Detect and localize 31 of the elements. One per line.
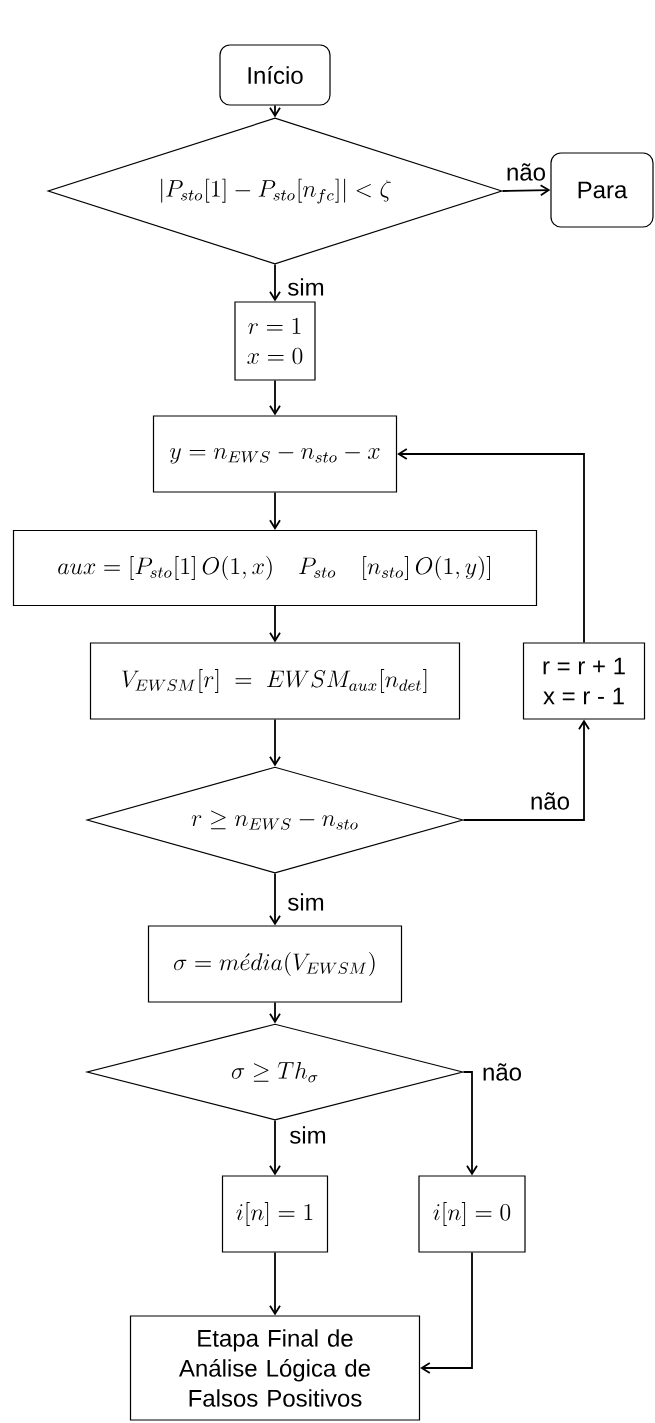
edge-label: não <box>528 790 572 812</box>
arrow <box>462 1071 478 1176</box>
process-box: $V_{EWSM}[r]\;=\;EWSM_{aux}[n_{det}]$ <box>89 642 461 720</box>
arrow <box>269 491 281 530</box>
arrow <box>397 448 585 644</box>
arrow <box>269 718 281 767</box>
arrow <box>420 1251 473 1374</box>
process-box: $r=1$ $x=0$ <box>234 301 316 381</box>
process-box: Etapa Final de Análise Lógica de Falsos Positivos <box>129 1315 421 1421</box>
arrow <box>269 1251 281 1316</box>
process-box: $\sigma=m\acute{e}dia(V_{EWSM})$ <box>147 925 403 1003</box>
arrow <box>269 1001 281 1024</box>
edge-label: sim <box>285 276 327 298</box>
process-box: $i[n]=0$ <box>418 1175 526 1253</box>
terminal-box: Para <box>550 152 654 228</box>
edge-label: não <box>480 1061 524 1083</box>
arrow <box>269 1119 281 1176</box>
arrow <box>501 184 551 197</box>
edge-label: não <box>504 161 549 183</box>
process-box: $y=n_{EWS}-n_{sto}-x$ <box>152 415 398 493</box>
terminal-box: Início <box>219 44 331 106</box>
arrow <box>269 263 281 302</box>
arrow <box>269 872 281 926</box>
edge-label: sim <box>287 1124 329 1146</box>
arrow <box>462 719 590 821</box>
process-box: $i[n]=1$ <box>221 1175 329 1253</box>
process-box: r = r + 1 x = r - 1 <box>522 642 646 720</box>
arrow <box>269 605 281 643</box>
process-box: $aux=[P_{sto}[1]\,O(1,x)\quad P_{sto}\quad[n_{sto}]\,O(1,y)]$ <box>12 529 538 607</box>
arrow <box>269 379 281 416</box>
edge-label: sim <box>285 891 327 913</box>
